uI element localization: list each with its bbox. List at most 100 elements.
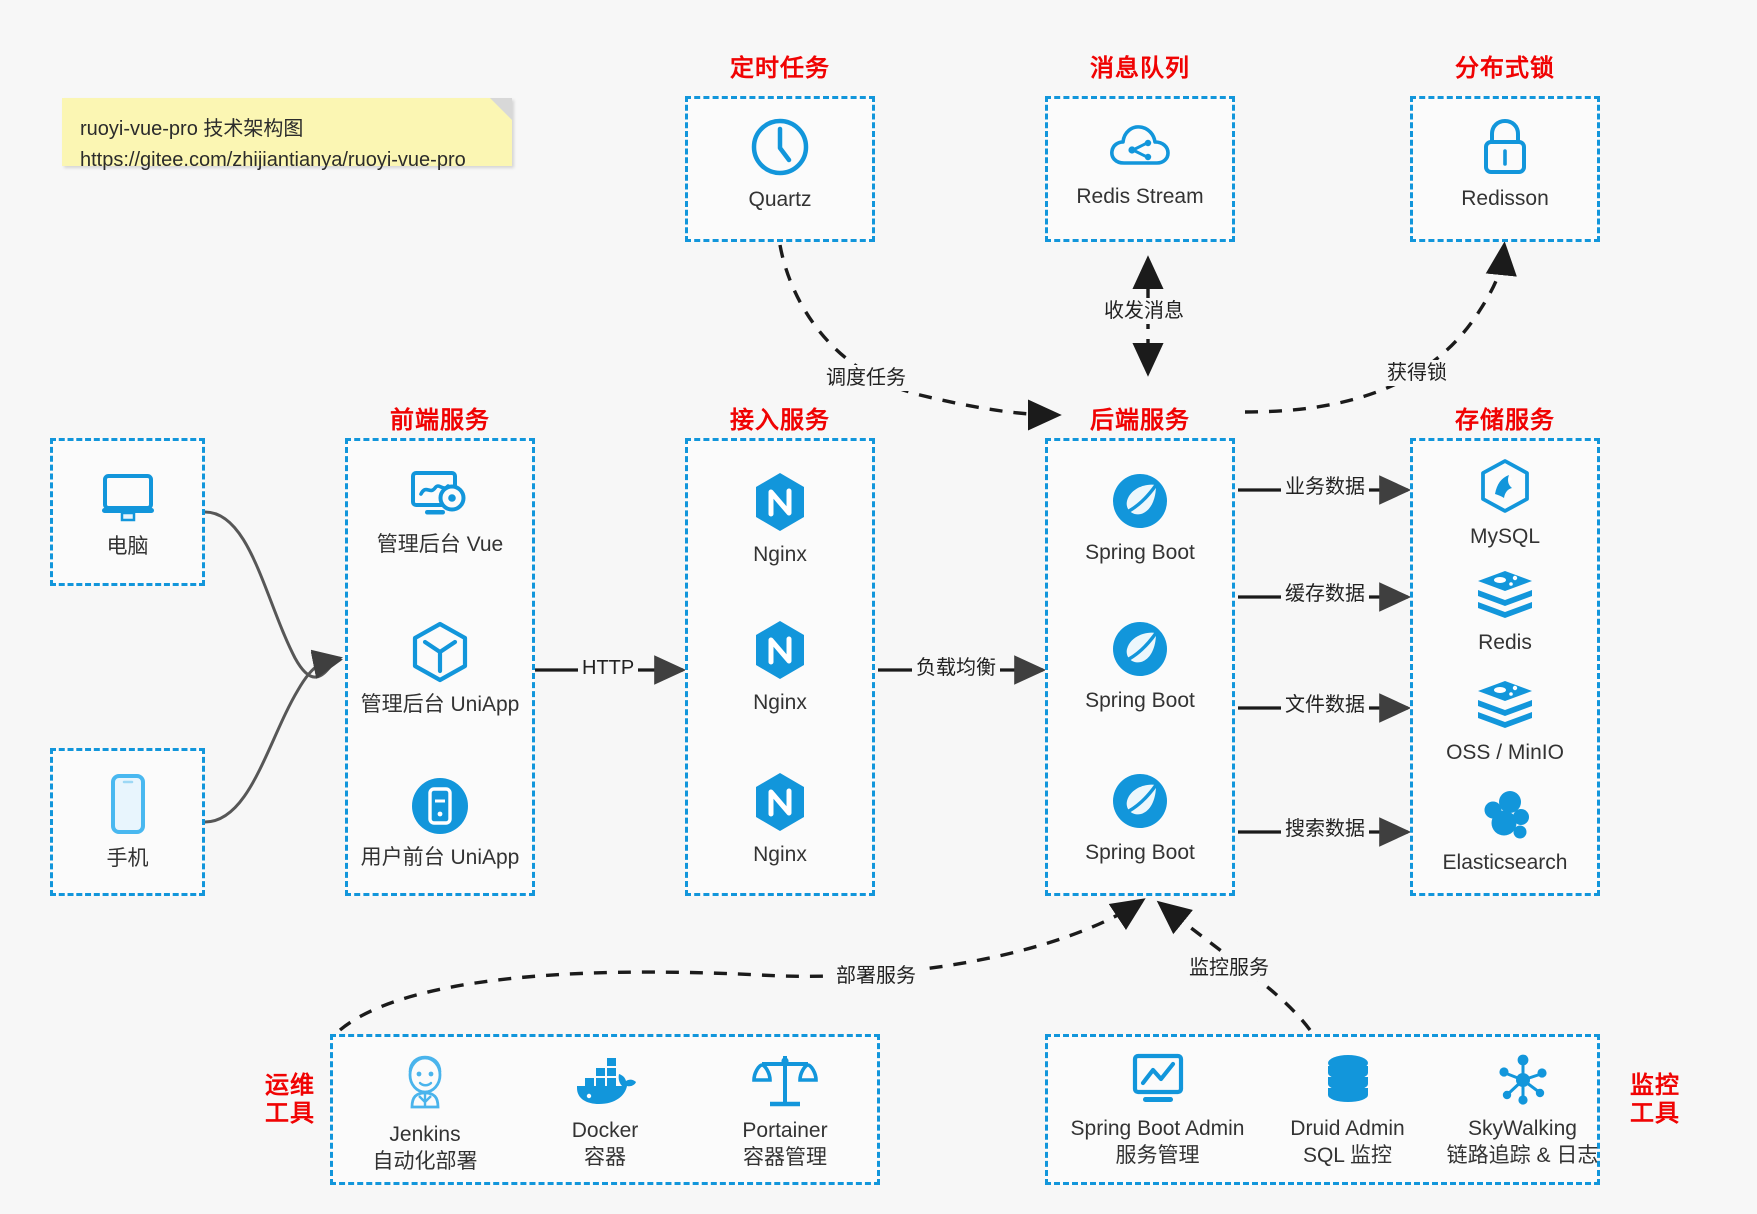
- node-druid-admin[interactable]: Druid Admin SQL 监控: [1260, 1052, 1435, 1170]
- node-admin-vue[interactable]: 管理后台 Vue: [345, 468, 535, 559]
- group-caption-storage: 存储服务: [1455, 407, 1555, 434]
- redis-icon: [1474, 568, 1536, 622]
- node-redis[interactable]: Redis: [1410, 568, 1600, 657]
- node-label: Nginx: [753, 691, 807, 714]
- node-label: Redis: [1478, 631, 1532, 654]
- node-label: Redisson: [1461, 187, 1549, 210]
- node-spring-boot-admin[interactable]: Spring Boot Admin 服务管理: [1055, 1052, 1260, 1170]
- node-label: Docker: [571, 1119, 639, 1142]
- node-portainer[interactable]: Portainer 容器管理: [700, 1052, 870, 1172]
- edge-label-business-data: 业务数据: [1281, 474, 1369, 500]
- node-label: 电脑: [106, 535, 149, 558]
- monitor-caption-line2: 工具: [1630, 1100, 1680, 1128]
- jenkins-icon: [395, 1052, 455, 1114]
- edge-label-acquire-lock: 获得锁: [1383, 360, 1451, 386]
- node-label: OSS / MinIO: [1446, 741, 1564, 764]
- clock-icon: [748, 115, 812, 179]
- node-redis-stream[interactable]: Redis Stream: [1045, 118, 1235, 211]
- note-url: https://gitee.com/zhijiantianya/ruoyi-vu…: [80, 149, 466, 171]
- edge-label-deploy-service: 部署服务: [832, 963, 920, 989]
- monitor-caption-line1: 监控: [1630, 1072, 1680, 1099]
- edge-label-schedule-task: 调度任务: [822, 365, 910, 391]
- node-docker[interactable]: Docker 容器: [520, 1052, 690, 1172]
- elasticsearch-icon: [1476, 788, 1534, 842]
- edge-label-file-data: 文件数据: [1281, 692, 1369, 718]
- node-quartz[interactable]: Quartz: [685, 115, 875, 214]
- node-sublabel: 容器: [584, 1145, 626, 1169]
- group-caption-devops: 运维 工具: [250, 1072, 330, 1129]
- node-label: Elasticsearch: [1442, 851, 1568, 874]
- nginx-icon: [751, 618, 809, 682]
- node-label: Spring Boot: [1085, 689, 1195, 712]
- node-label: 管理后台 UniApp: [360, 693, 520, 716]
- group-caption-lock: 分布式锁: [1455, 55, 1555, 82]
- group-caption-frontend: 前端服务: [390, 407, 490, 434]
- edge-label-cache-data: 缓存数据: [1281, 581, 1369, 607]
- cloud-stream-icon: [1108, 118, 1172, 176]
- redis-icon: [1474, 678, 1536, 732]
- node-user-uniapp[interactable]: 用户前台 UniApp: [345, 775, 535, 872]
- mysql-icon: [1477, 458, 1533, 516]
- devops-caption-line1: 运维: [265, 1072, 315, 1099]
- sticky-note: ruoyi-vue-pro 技术架构图 https://gitee.com/zh…: [62, 98, 512, 171]
- node-label: Nginx: [753, 843, 807, 866]
- node-spring-boot-2[interactable]: Spring Boot: [1045, 618, 1235, 715]
- node-label: Spring Boot Admin: [1070, 1117, 1245, 1140]
- edge-label-send-receive: 收发消息: [1100, 298, 1188, 324]
- node-label: 管理后台 Vue: [376, 533, 504, 556]
- node-label: Druid Admin: [1290, 1117, 1405, 1140]
- nginx-icon: [751, 470, 809, 534]
- node-spring-boot-3[interactable]: Spring Boot: [1045, 770, 1235, 867]
- node-mobile[interactable]: 手机: [50, 772, 205, 873]
- nginx-icon: [751, 770, 809, 834]
- cube-icon: [409, 620, 471, 684]
- mobile-app-icon: [409, 775, 471, 837]
- node-label: Spring Boot: [1085, 541, 1195, 564]
- group-caption-scheduler: 定时任务: [730, 55, 830, 82]
- monitor-chart-icon: [1128, 1052, 1188, 1108]
- node-label: 手机: [106, 847, 149, 870]
- note-fold-corner: [490, 98, 512, 120]
- node-sublabel: SQL 监控: [1302, 1143, 1393, 1167]
- node-oss-minio[interactable]: OSS / MinIO: [1410, 678, 1600, 767]
- group-caption-gateway: 接入服务: [730, 407, 830, 434]
- node-label: 用户前台 UniApp: [360, 846, 520, 869]
- node-skywalking[interactable]: SkyWalking 链路追踪 & 日志: [1435, 1052, 1610, 1170]
- node-sublabel: 容器管理: [743, 1145, 827, 1169]
- node-label: Redis Stream: [1076, 185, 1204, 208]
- node-sublabel: 自动化部署: [372, 1149, 478, 1173]
- node-pc[interactable]: 电脑: [50, 468, 205, 561]
- node-label: SkyWalking: [1468, 1117, 1577, 1140]
- node-redisson[interactable]: Redisson: [1410, 116, 1600, 213]
- edge-label-search-data: 搜索数据: [1281, 816, 1369, 842]
- edge-label-load-balance: 负载均衡: [912, 655, 1000, 681]
- node-admin-uniapp[interactable]: 管理后台 UniApp: [345, 620, 535, 719]
- node-label: Portainer: [742, 1119, 828, 1142]
- node-elasticsearch[interactable]: Elasticsearch: [1410, 788, 1600, 877]
- spring-boot-icon: [1109, 470, 1171, 532]
- spring-boot-icon: [1109, 770, 1171, 832]
- note-title: ruoyi-vue-pro 技术架构图: [80, 118, 304, 140]
- node-label: Quartz: [748, 188, 812, 211]
- node-nginx-2[interactable]: Nginx: [685, 618, 875, 717]
- edge-label-http: HTTP: [578, 655, 639, 681]
- dashboard-settings-icon: [407, 468, 473, 524]
- lock-icon: [1476, 116, 1534, 178]
- scales-icon: [752, 1052, 818, 1110]
- node-nginx-1[interactable]: Nginx: [685, 470, 875, 569]
- group-box-mq: [1045, 96, 1235, 242]
- node-label: Spring Boot: [1085, 841, 1195, 864]
- node-sublabel: 链路追踪 & 日志: [1446, 1143, 1599, 1167]
- group-box-monitor: [1045, 1034, 1600, 1185]
- node-label: Jenkins: [389, 1123, 461, 1146]
- network-nodes-icon: [1494, 1052, 1552, 1108]
- node-mysql[interactable]: MySQL: [1410, 458, 1600, 551]
- node-jenkins[interactable]: Jenkins 自动化部署: [340, 1052, 510, 1176]
- spring-boot-icon: [1109, 618, 1171, 680]
- group-caption-backend: 后端服务: [1090, 407, 1190, 434]
- docker-icon: [571, 1052, 639, 1110]
- node-spring-boot-1[interactable]: Spring Boot: [1045, 470, 1235, 567]
- node-sublabel: 服务管理: [1115, 1143, 1200, 1167]
- node-nginx-3[interactable]: Nginx: [685, 770, 875, 869]
